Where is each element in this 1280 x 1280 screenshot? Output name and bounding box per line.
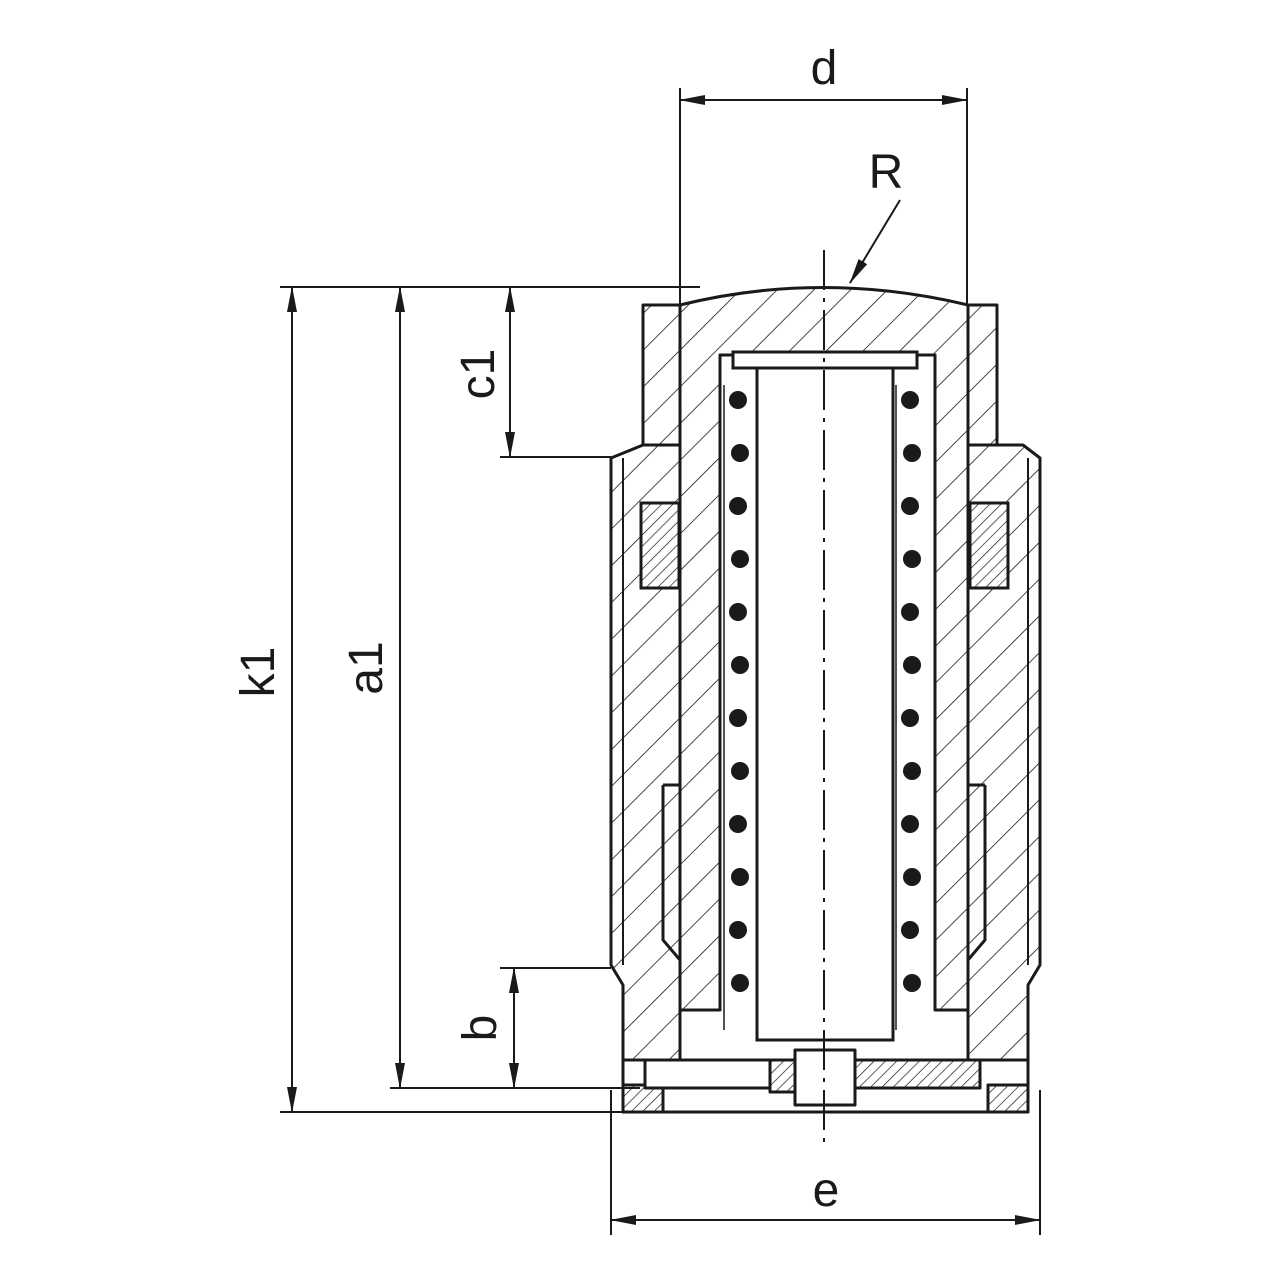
seal-rings	[639, 501, 1010, 590]
spring-right-coil	[901, 921, 919, 939]
spring-right-coil	[901, 709, 919, 727]
bottom-cap	[621, 1048, 1030, 1114]
dim-label-a1: a1	[340, 641, 393, 694]
seal-ring-right	[968, 501, 1010, 590]
housing-left-upper-wall	[641, 303, 682, 447]
plunger	[678, 286, 970, 1012]
seal-ring-left	[639, 501, 681, 590]
spring-right-coil	[903, 656, 921, 674]
spring-right-coil	[903, 444, 921, 462]
dim-label-R: R	[869, 146, 904, 199]
spring-right-coil	[903, 550, 921, 568]
housing-right-upper-wall	[966, 303, 999, 447]
spring-right-coil	[901, 815, 919, 833]
spring-left-coil	[731, 550, 749, 568]
spring-left-coil	[729, 709, 747, 727]
dim-label-b: b	[454, 1015, 507, 1042]
spring-left-coil	[729, 497, 747, 515]
dim-label-e: e	[813, 1164, 840, 1217]
spring-left-coil	[729, 815, 747, 833]
spring-right-coil	[901, 391, 919, 409]
spring-right-coil	[901, 497, 919, 515]
spring-left-coil	[731, 444, 749, 462]
spring-right-coil	[903, 762, 921, 780]
spring-left-coil	[729, 921, 747, 939]
spring-left-coil	[731, 762, 749, 780]
thread-lines	[622, 458, 1029, 965]
dim-label-c1: c1	[452, 349, 505, 400]
dim-label-k1: k1	[232, 647, 285, 698]
inner-sleeves	[661, 783, 987, 961]
dimension-lines	[280, 88, 1041, 1235]
spring-left-coil	[729, 603, 747, 621]
spring-left-coil	[729, 391, 747, 409]
spring-left-coil	[731, 656, 749, 674]
spring-left	[723, 385, 749, 1030]
spring-right	[895, 385, 921, 1030]
spring-left-coil	[731, 868, 749, 886]
plunger-head	[678, 286, 970, 1012]
spring-left-coil	[731, 974, 749, 992]
spring-right-coil	[903, 974, 921, 992]
spring-right-coil	[901, 603, 919, 621]
spring-right-coil	[903, 868, 921, 886]
dim-label-d: d	[811, 42, 838, 95]
